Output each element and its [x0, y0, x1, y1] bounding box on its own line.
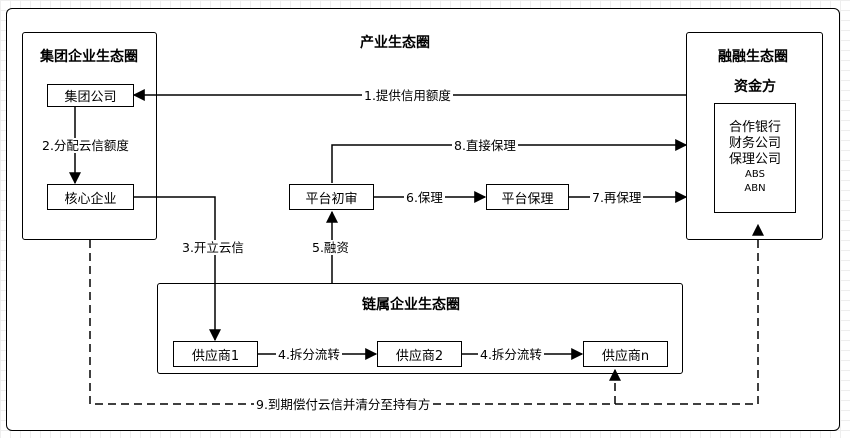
edge-5-label: 5.融资: [310, 240, 351, 255]
edge-8-line: [331, 139, 688, 183]
edge-8-label: 8.直接保理: [452, 138, 518, 153]
edge-3-label: 3.开立云信: [180, 240, 246, 255]
supplier-1-node: 供应商1: [173, 341, 258, 367]
supplier-2-node: 供应商2: [377, 341, 462, 367]
supply-ecosystem-title: 链属企业生态圈: [362, 297, 460, 313]
edge-7-label: 7.再保理: [590, 190, 644, 205]
platform-review-node: 平台初审: [289, 184, 374, 210]
edge-4a-label: 4.拆分流转: [276, 347, 342, 362]
finance-member-bank: 合作银行: [728, 120, 781, 135]
edge-6-label: 6.保理: [404, 190, 445, 205]
finance-subtitle: 资金方: [734, 79, 776, 95]
edge-1-label: 1.提供信用额度: [362, 88, 453, 103]
edge-2-label: 2.分配云信额度: [40, 138, 131, 153]
finance-member-abn: ABN: [744, 183, 766, 194]
finance-ecosystem-title: 融融生态圈: [718, 49, 788, 65]
finance-member-abs: ABS: [745, 169, 765, 180]
platform-factoring-node: 平台保理: [486, 184, 569, 210]
finance-member-factoring-company: 保理公司: [728, 152, 781, 167]
edge-9-label: 9.到期偿付云信并清分至持有方: [254, 397, 433, 412]
supplier-n-node: 供应商n: [583, 341, 668, 367]
group-ecosystem-title: 集团企业生态圈: [40, 49, 138, 65]
edge-3-line: [134, 196, 221, 342]
edge-4b-label: 4.拆分流转: [478, 347, 544, 362]
group-company-node: 集团公司: [47, 84, 134, 107]
finance-member-finance-company: 财务公司: [728, 136, 781, 151]
finance-members-box: 合作银行 财务公司 保理公司 ABS ABN: [714, 103, 796, 213]
outer-ecosystem-title: 产业生态圈: [360, 35, 430, 51]
finance-members-list: 合作银行 财务公司 保理公司 ABS ABN: [729, 120, 781, 196]
core-enterprise-node: 核心企业: [47, 184, 134, 210]
